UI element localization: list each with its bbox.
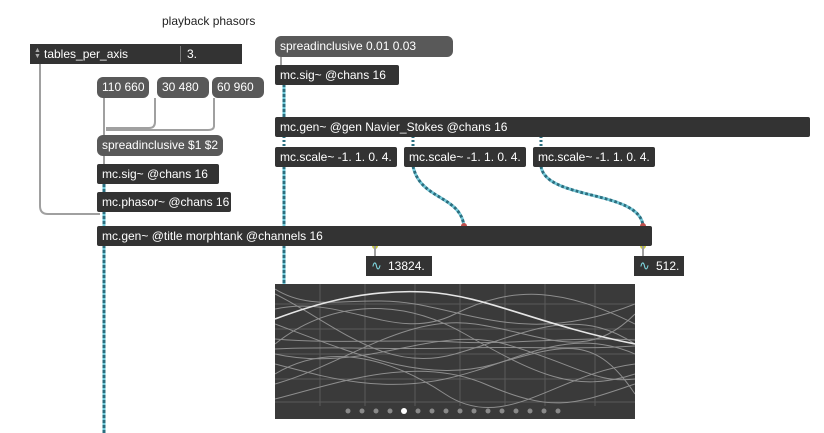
patch-cord[interactable]: [39, 64, 100, 215]
object-mc-sig-top[interactable]: mc.sig~ @chans 16: [275, 65, 399, 85]
number-box-13824[interactable]: ∿ 13824.: [366, 256, 432, 276]
scope-display: [275, 284, 635, 414]
message-60-960[interactable]: 60 960: [212, 77, 264, 98]
number-box-512[interactable]: ∿ 512.: [634, 256, 684, 276]
object-mc-phasor[interactable]: mc.phasor~ @chans 16: [97, 192, 231, 212]
object-mc-scale-3[interactable]: mc.scale~ -1. 1. 0. 4.: [533, 147, 655, 167]
divider: [180, 46, 181, 62]
object-mc-sig-left[interactable]: mc.sig~ @chans 16: [97, 164, 219, 184]
attrui-value[interactable]: 3.: [187, 47, 198, 61]
message-110-660[interactable]: 110 660: [97, 77, 149, 98]
number-value: 13824.: [388, 259, 425, 273]
mc-patch-cord[interactable]: [539, 165, 645, 227]
object-mc-gen-navier-stokes[interactable]: mc.gen~ @gen Navier_Stokes @chans 16: [275, 117, 810, 137]
message-30-480[interactable]: 30 480: [157, 77, 209, 98]
object-mc-scale-1[interactable]: mc.scale~ -1. 1. 0. 4.: [275, 147, 397, 167]
message-spreadinclusive-args[interactable]: spreadinclusive $1 $2: [97, 135, 223, 156]
stepper-arrows-icon[interactable]: ▲▼: [34, 47, 41, 60]
scope-page-dots: [345, 408, 561, 414]
signal-icon: ∿: [639, 258, 650, 273]
mc-patch-cord[interactable]: [411, 165, 466, 227]
patch-cord[interactable]: [106, 98, 156, 129]
number-value: 512.: [656, 259, 680, 273]
comment-playback-phasors: playback phasors: [162, 14, 256, 28]
signal-icon: ∿: [371, 258, 382, 273]
message-spreadinclusive-values[interactable]: spreadinclusive 0.01 0.03: [275, 36, 453, 57]
multichannel-scope[interactable]: [275, 284, 635, 419]
object-mc-scale-2[interactable]: mc.scale~ -1. 1. 0. 4.: [404, 147, 526, 167]
attrui-tables-per-axis[interactable]: ▲▼ tables_per_axis 3.: [30, 44, 242, 64]
patch-cord[interactable]: [106, 98, 215, 131]
attrui-name: tables_per_axis: [44, 47, 129, 61]
object-mc-gen-morphtank[interactable]: mc.gen~ @title morphtank @channels 16: [97, 226, 652, 246]
